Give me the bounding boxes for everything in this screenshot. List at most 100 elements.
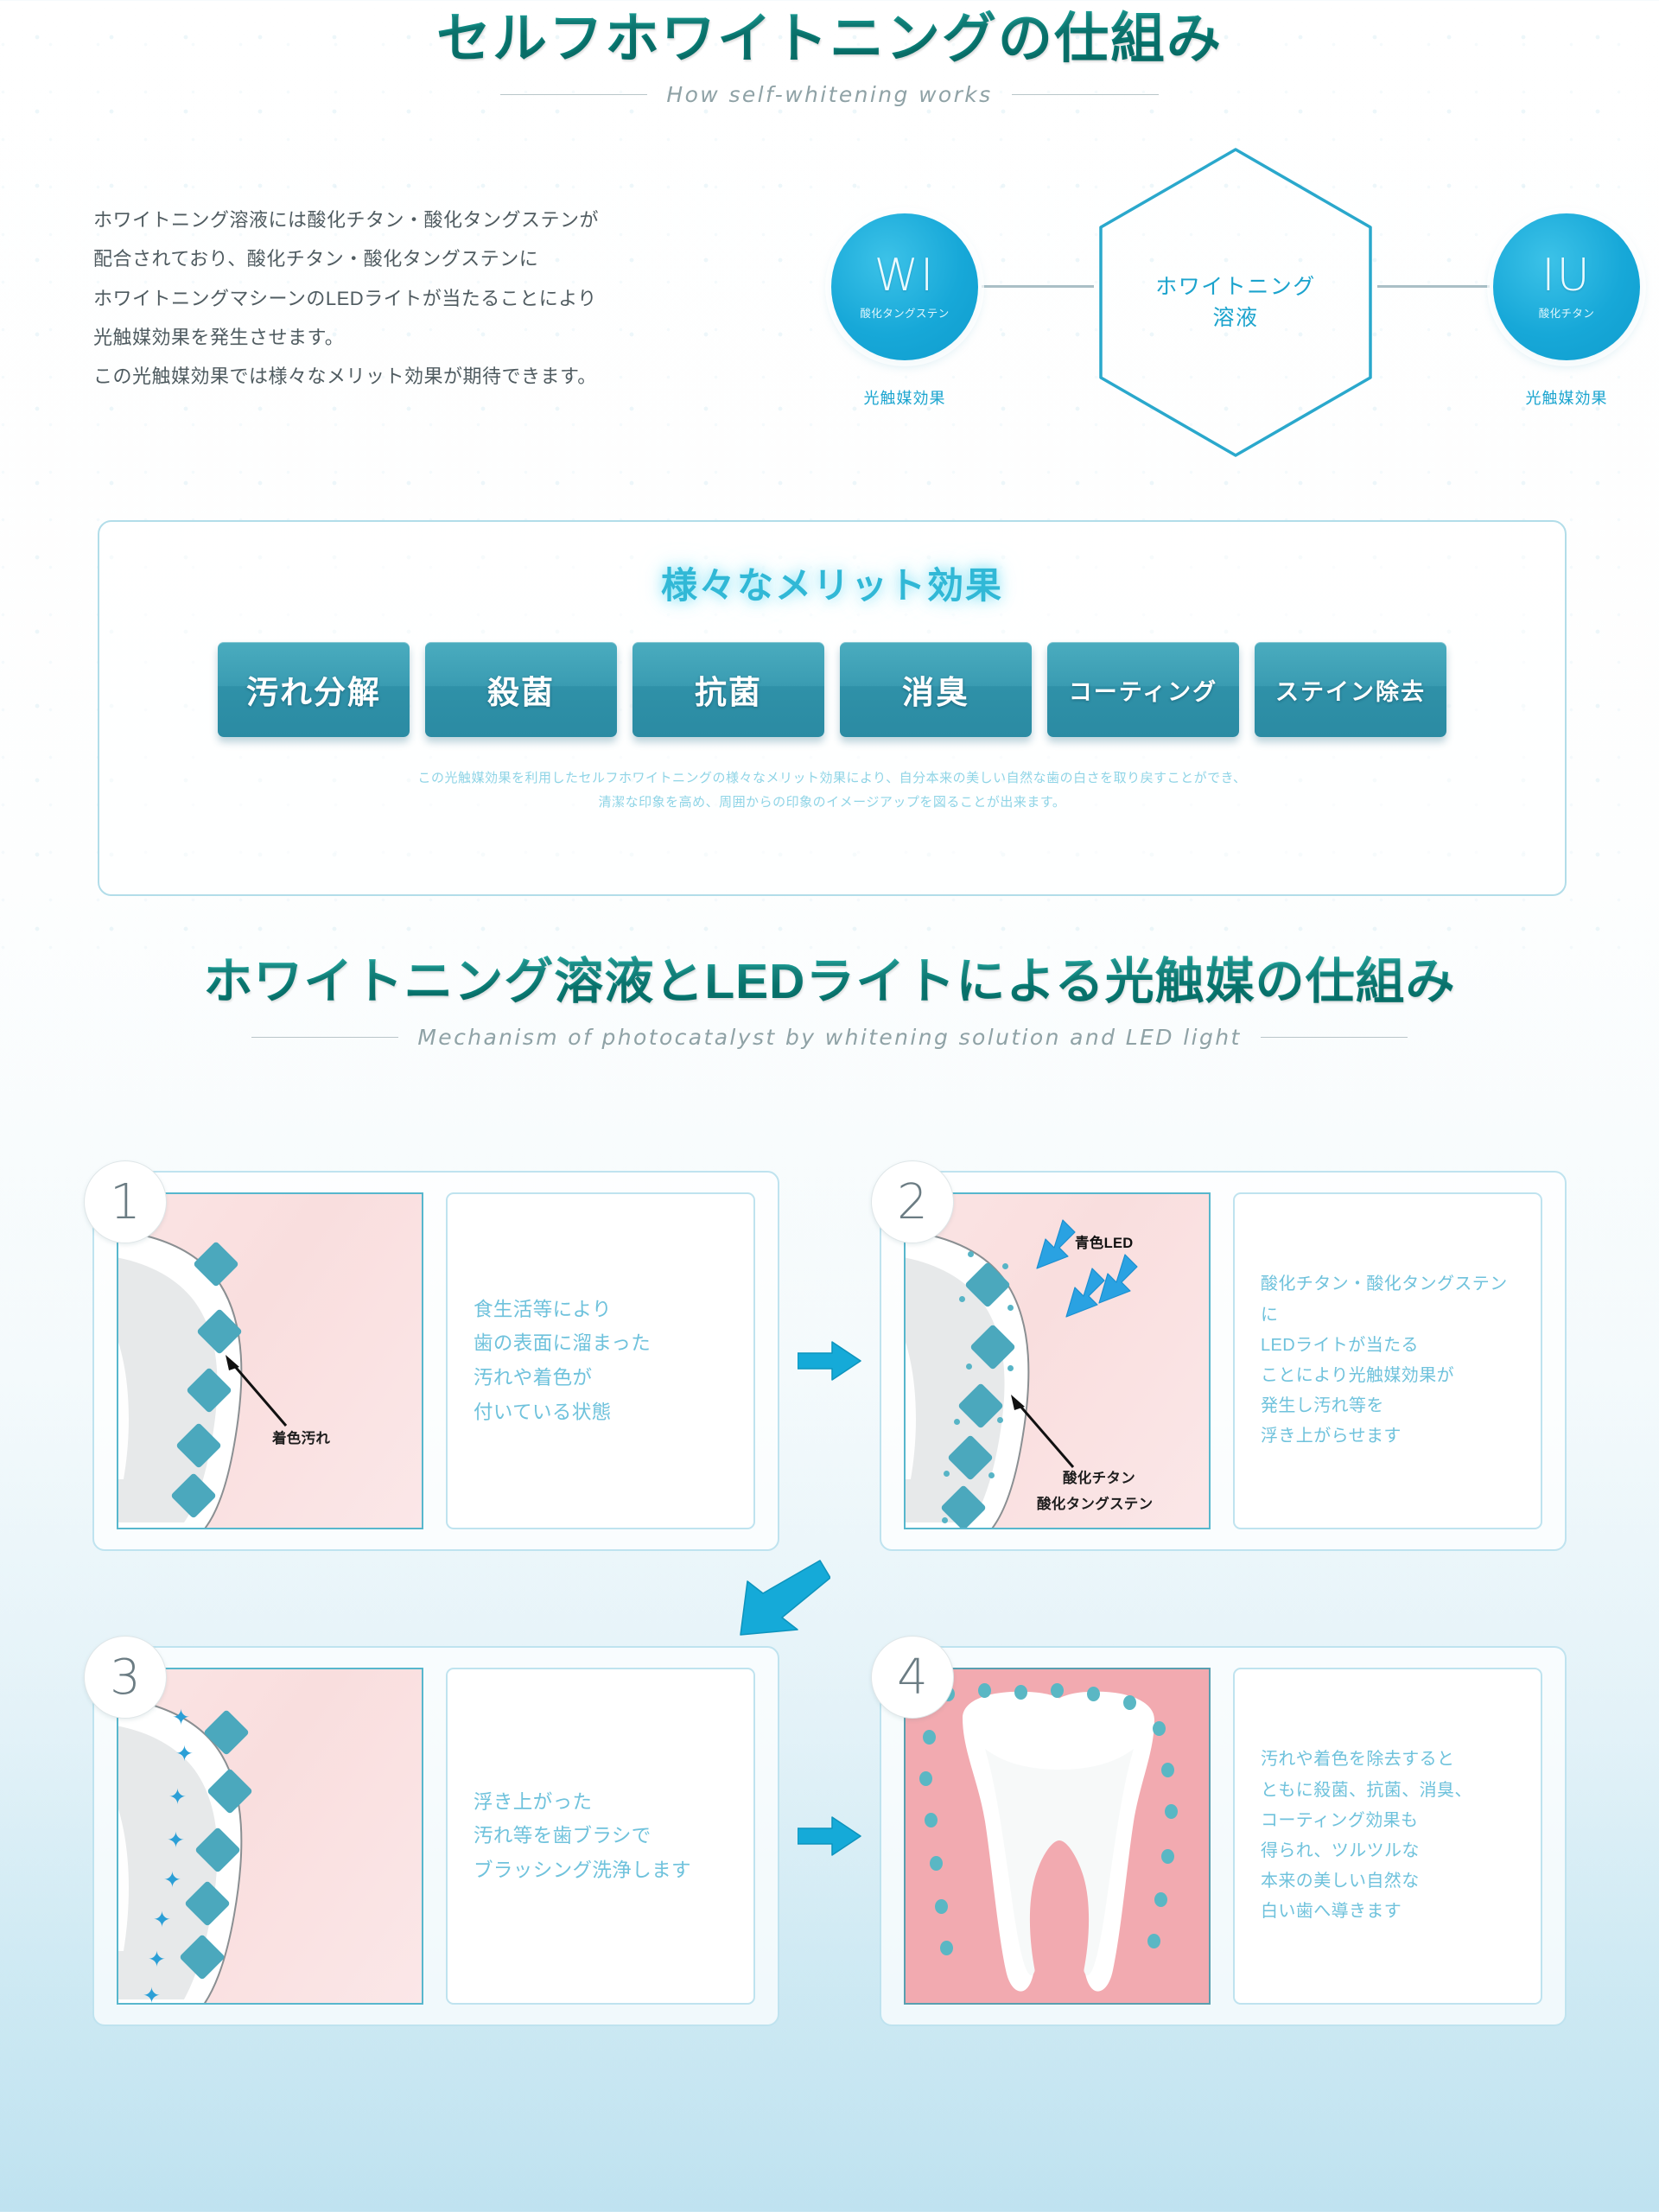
merit-note-line-1: この光触媒効果を利用したセルフホワイトニングの様々なメリット効果により、自分本来… bbox=[417, 771, 1247, 785]
hexagon-label: ホワイトニング 溶液 bbox=[1155, 271, 1316, 334]
gum-dot bbox=[978, 1683, 991, 1698]
oxide-sparkle bbox=[944, 1471, 950, 1477]
header-subtitle-en: How self-whitening works bbox=[666, 82, 993, 107]
steps-row-1: 1 着色汚れ 食生活等によ bbox=[0, 1160, 1659, 1551]
step-number-3: 3 bbox=[84, 1636, 167, 1719]
oxide-sparkle bbox=[997, 1417, 1003, 1423]
section2-title: ホワイトニング溶液とLEDライトによる光触媒の仕組み bbox=[0, 955, 1659, 1009]
tungsten-sublabel: 酸化タングステン bbox=[860, 308, 950, 320]
step-2-description: 酸化チタン・酸化タングステンに LEDライトが当たる ことにより光触媒効果が 発… bbox=[1233, 1192, 1542, 1529]
photocatalyst-diagram: WI 酸化タングステン 光触媒効果 ホワイトニング 溶液 IU 酸化チタン 光触… bbox=[830, 148, 1642, 462]
gum-dot bbox=[1153, 1721, 1166, 1736]
sparkle-star: ✦ bbox=[175, 1742, 194, 1766]
gum-dot bbox=[925, 1813, 938, 1827]
gum-dot bbox=[919, 1771, 932, 1786]
step-2-description-text: 酸化チタン・酸化タングステンに LEDライトが当たる ことにより光触媒効果が 発… bbox=[1261, 1274, 1508, 1446]
step-4-illustration bbox=[904, 1668, 1211, 2005]
subtitle-rule-right bbox=[1011, 94, 1159, 95]
gum-dot bbox=[930, 1856, 943, 1871]
merit-box-stain-decomposition[interactable]: 汚れ分解 bbox=[218, 642, 410, 737]
merit-box-sterilization[interactable]: 殺菌 bbox=[425, 642, 617, 737]
step-number-2: 2 bbox=[871, 1160, 954, 1243]
sparkle-star: ✦ bbox=[143, 1984, 161, 2005]
whitening-solution-hexagon: ホワイトニング 溶液 bbox=[1089, 143, 1382, 462]
tooth-side-icon bbox=[118, 1696, 243, 2003]
process-steps: 1 着色汚れ 食生活等によ bbox=[0, 1160, 1659, 2026]
gum-dot bbox=[935, 1899, 948, 1914]
gum-dot bbox=[1123, 1695, 1136, 1710]
step-card-2: 2 bbox=[871, 1160, 1567, 1551]
section2-rule-right bbox=[1260, 1036, 1408, 1038]
step-1-illustration: 着色汚れ bbox=[117, 1192, 423, 1529]
arrow-right-icon bbox=[798, 1341, 861, 1381]
diagram-node-titanium-oxide: IU 酸化チタン bbox=[1493, 213, 1640, 360]
oxide-sparkle bbox=[966, 1363, 972, 1370]
gum-dot bbox=[1014, 1685, 1027, 1700]
step-3-description: 浮き上がった 汚れ等を歯ブラシで ブラッシング洗浄します bbox=[446, 1668, 755, 2005]
step-2-annotation-tungsten: 酸化タングステン bbox=[1037, 1497, 1154, 1512]
sparkle-star: ✦ bbox=[163, 1868, 181, 1892]
oxide-sparkle bbox=[1007, 1365, 1014, 1371]
arrow-row1-to-row2 bbox=[0, 1551, 1659, 1646]
steps-row-2: 3 ✦ ✦ ✦ ✦ ✦ ✦ ✦ ✦ bbox=[0, 1636, 1659, 2026]
merit-note-line-2: 清潔な印象を高め、周囲からの印象のイメージアップを図ることが出来ます。 bbox=[598, 794, 1066, 810]
gum-dot bbox=[923, 1730, 936, 1745]
page-title: セルフホワイトニングの仕組み bbox=[0, 0, 1659, 67]
sparkle-star: ✦ bbox=[153, 1908, 171, 1932]
merit-box-coating[interactable]: コーティング bbox=[1047, 642, 1239, 737]
oxide-sparkle bbox=[1007, 1305, 1014, 1311]
gum-dot bbox=[1147, 1934, 1160, 1948]
intro-line-1: ホワイトニング溶液には酸化チタン・酸化タングステンが bbox=[93, 209, 600, 231]
led-light-arrows-icon bbox=[1036, 1219, 1138, 1318]
section2-rule-left bbox=[251, 1036, 399, 1038]
connector-right bbox=[1377, 285, 1490, 288]
arrow-step3-to-step4 bbox=[779, 1815, 880, 1858]
oxide-sparkle bbox=[942, 1517, 948, 1523]
oxide-sparkle bbox=[959, 1296, 965, 1302]
step-4-description-text: 汚れや着色を除去すると ともに殺菌、抗菌、消臭、 コーティング効果も 得られ、ツ… bbox=[1261, 1750, 1472, 1922]
subtitle-rule-left bbox=[500, 94, 648, 95]
caption-right-photocatalyst: 光触媒効果 bbox=[1525, 390, 1608, 407]
oxide-sparkle bbox=[1002, 1263, 1008, 1269]
oxide-sparkle bbox=[988, 1472, 995, 1478]
hexagon-label-line1: ホワイトニング bbox=[1155, 274, 1316, 299]
annotation-arrow-icon bbox=[1011, 1395, 1075, 1468]
arrow-step1-to-step2 bbox=[779, 1339, 880, 1382]
step-1-description: 食生活等により 歯の表面に溜まった 汚れや着色が 付いている状態 bbox=[446, 1192, 755, 1529]
step-3-description-text: 浮き上がった 汚れ等を歯ブラシで ブラッシング洗浄します bbox=[474, 1790, 691, 1881]
gum-dot bbox=[1165, 1804, 1178, 1819]
step-1-annotation-stain: 着色汚れ bbox=[272, 1431, 331, 1446]
titanium-sublabel: 酸化チタン bbox=[1538, 308, 1595, 320]
section2-subtitle-en: Mechanism of photocatalyst by whitening … bbox=[417, 1024, 1242, 1050]
step-card-1: 1 着色汚れ 食生活等によ bbox=[84, 1160, 779, 1551]
step-number-1: 1 bbox=[84, 1160, 167, 1243]
step-4-description: 汚れや着色を除去すると ともに殺菌、抗菌、消臭、 コーティング効果も 得られ、ツ… bbox=[1233, 1668, 1542, 2005]
oxide-sparkle bbox=[954, 1419, 960, 1425]
hexagon-label-line2: 溶液 bbox=[1212, 306, 1259, 330]
merit-box-deodorization[interactable]: 消臭 bbox=[840, 642, 1032, 737]
sparkle-star: ✦ bbox=[172, 1706, 190, 1730]
arrow-right-icon bbox=[798, 1816, 861, 1856]
sparkle-star: ✦ bbox=[148, 1948, 166, 1972]
sparkle-star: ✦ bbox=[168, 1785, 187, 1809]
arrow-down-left-icon bbox=[740, 1559, 831, 1636]
step-1-description-text: 食生活等により 歯の表面に溜まった 汚れや着色が 付いている状態 bbox=[474, 1298, 652, 1423]
intro-line-4: 光触媒効果を発生させます。 bbox=[93, 326, 345, 348]
merit-panel-title: 様々なメリット効果 bbox=[660, 565, 1003, 606]
header-subtitle-row: How self-whitening works bbox=[0, 82, 1659, 107]
whole-tooth-icon bbox=[963, 1691, 1154, 1992]
step-number-4: 4 bbox=[871, 1636, 954, 1719]
annotation-arrow-icon bbox=[226, 1355, 288, 1427]
gum-dot bbox=[1154, 1892, 1167, 1907]
section2-subtitle-row: Mechanism of photocatalyst by whitening … bbox=[0, 1025, 1659, 1050]
step-3-illustration: ✦ ✦ ✦ ✦ ✦ ✦ ✦ ✦ bbox=[117, 1668, 423, 2005]
tungsten-symbol: WI bbox=[874, 250, 936, 302]
intro-line-3: ホワイトニングマシーンのLEDライトが当たることにより bbox=[93, 287, 597, 309]
merit-box-stain-removal[interactable]: ステイン除去 bbox=[1255, 642, 1446, 737]
page-header: セルフホワイトニングの仕組み How self-whitening works bbox=[0, 0, 1659, 108]
intro-paragraph: ホワイトニング溶液には酸化チタン・酸化タングステンが 配合されており、酸化チタン… bbox=[93, 200, 750, 397]
merit-box-antibacterial[interactable]: 抗菌 bbox=[632, 642, 824, 737]
step-2-annotation-titanium: 酸化チタン bbox=[1063, 1471, 1135, 1486]
caption-left-photocatalyst: 光触媒効果 bbox=[863, 390, 946, 407]
hexagon-outline-icon bbox=[1099, 148, 1372, 457]
